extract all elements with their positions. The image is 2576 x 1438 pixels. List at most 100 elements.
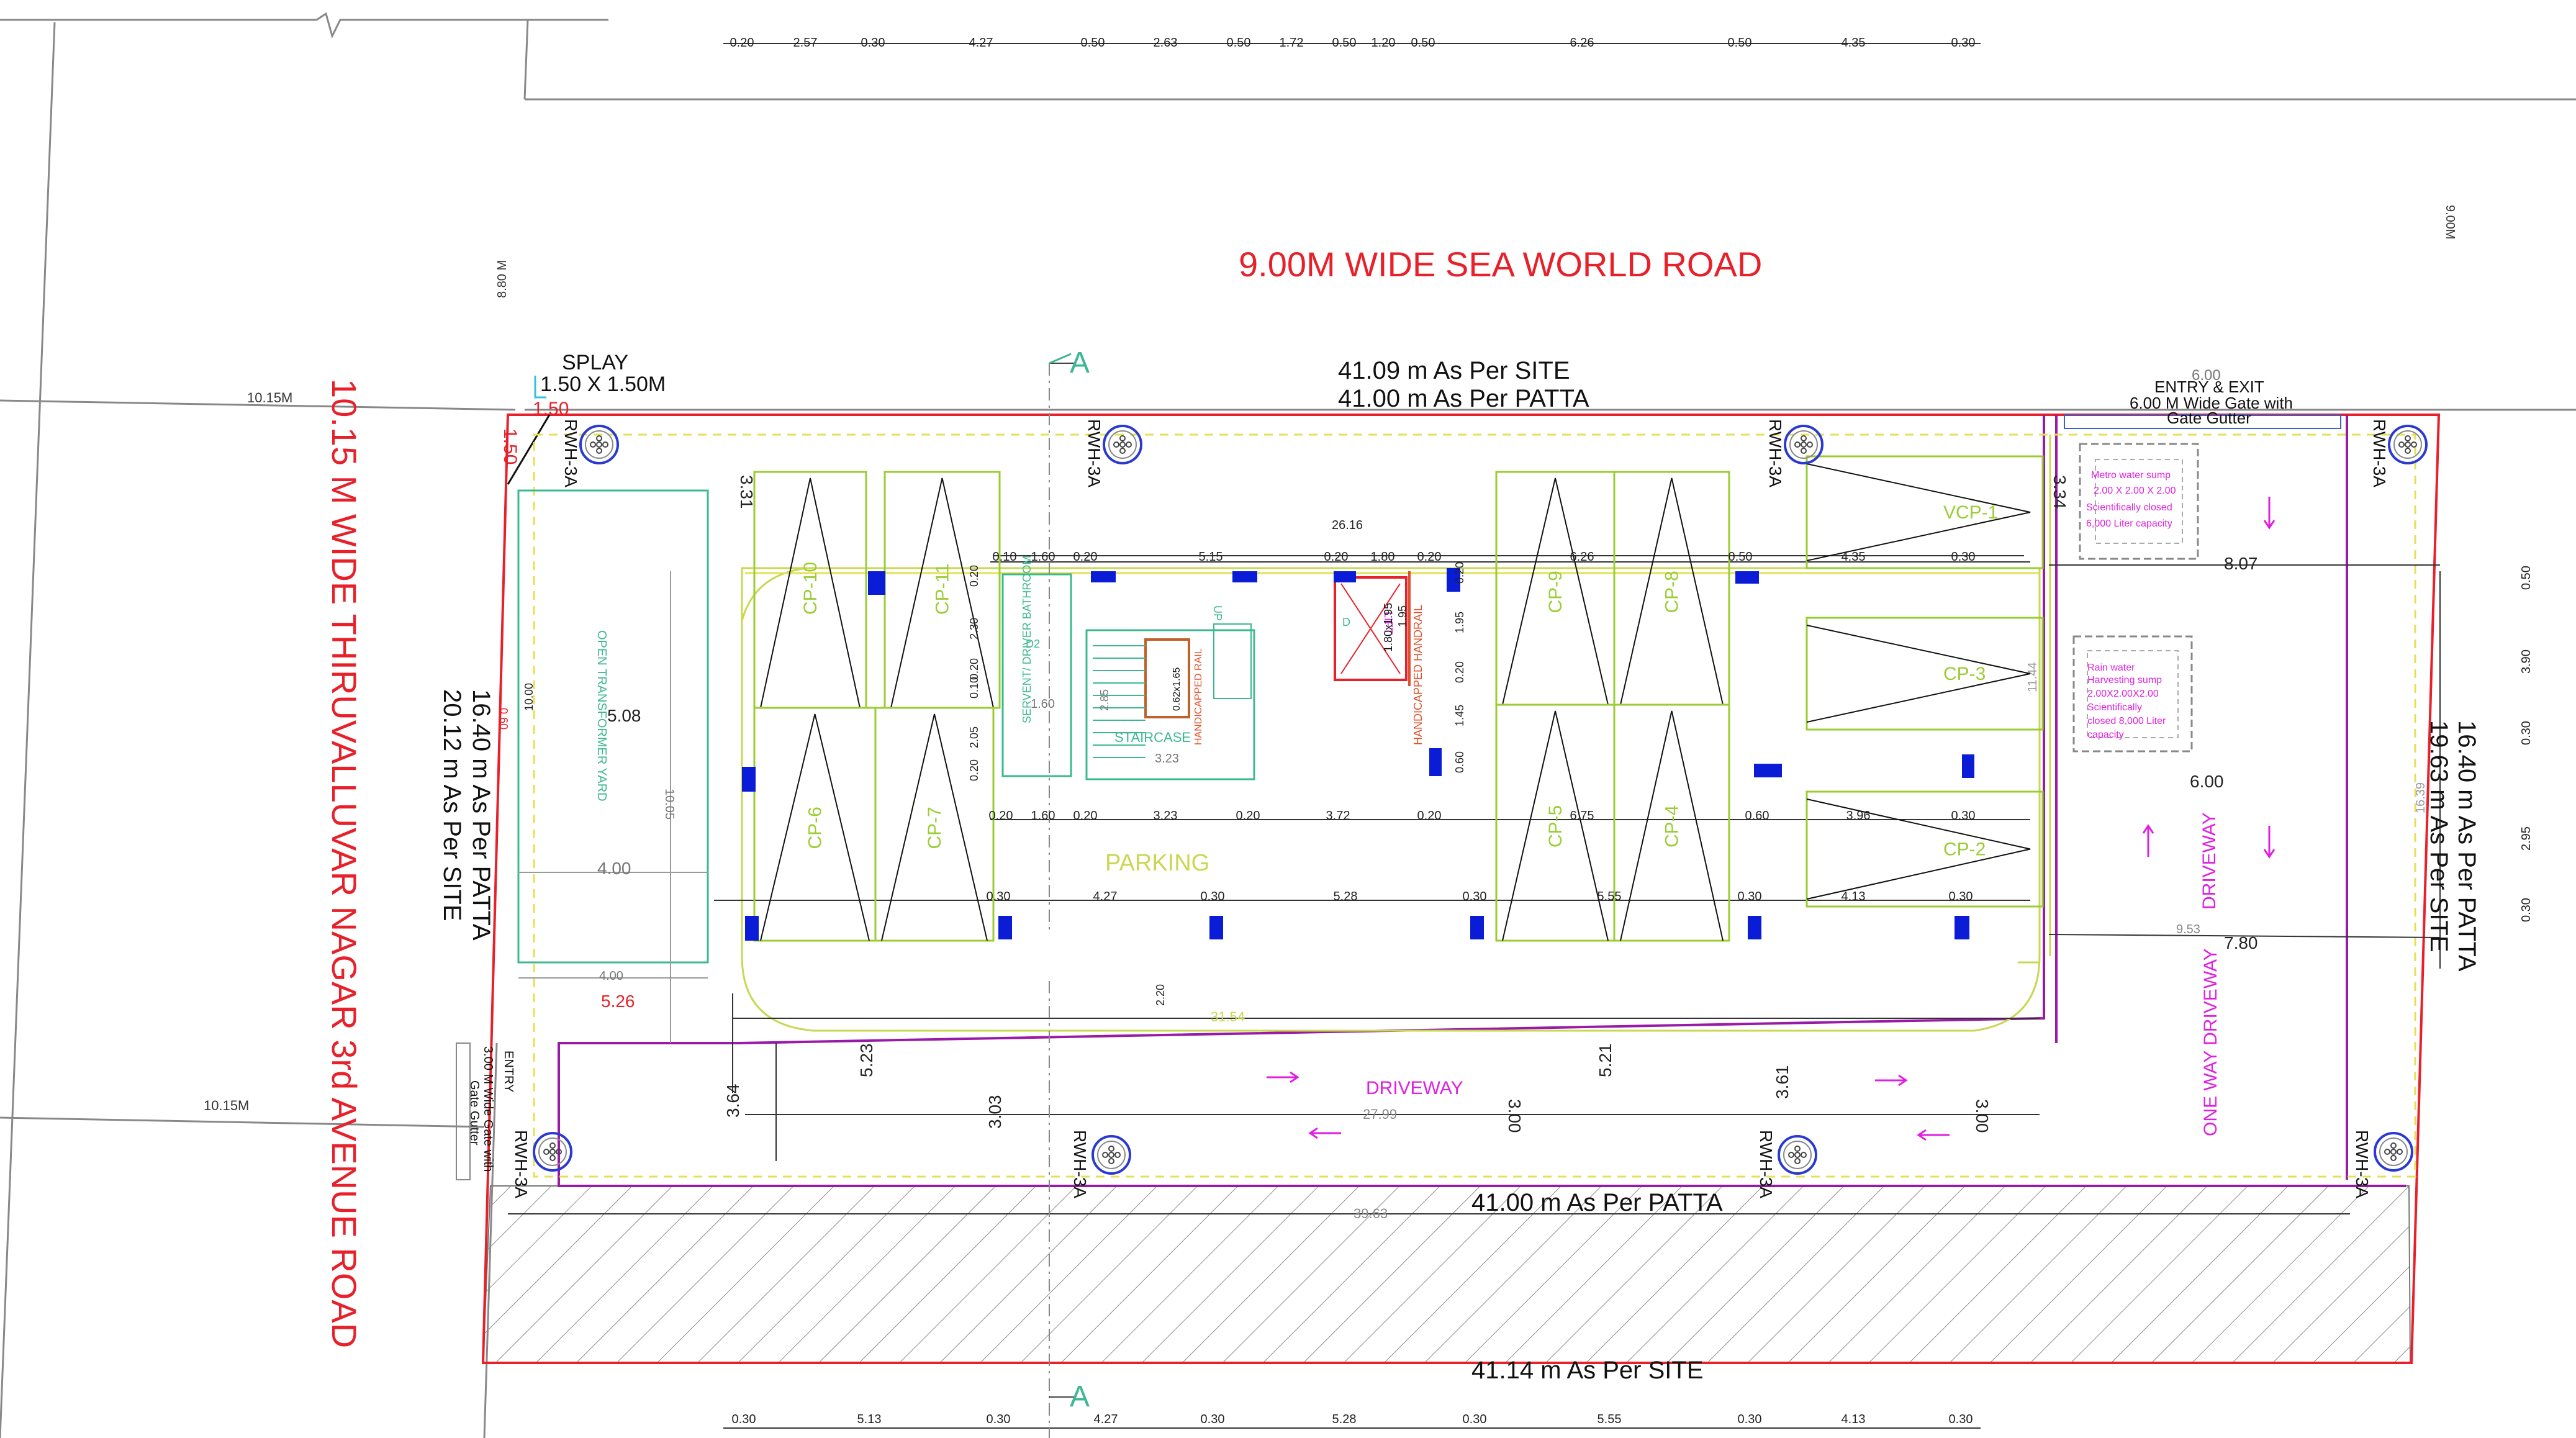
parking-bay-label: CP-2 — [1943, 839, 1986, 860]
handicapped-rail: HANDICAPPED RAIL — [1193, 648, 1204, 745]
top-patta-dim: 41.00 m As Per PATTA — [1338, 385, 1589, 412]
rwh-label: RWH-3A — [1085, 419, 1104, 487]
bottom-patta-dim: 41.00 m As Per PATTA — [1471, 1189, 1723, 1216]
dim-16-39: 16.39 — [2414, 782, 2428, 813]
dim-value: 1.60 — [1031, 809, 1055, 823]
dim-0-20b: 0.20 — [1453, 661, 1466, 683]
dim-value: 0.20 — [1324, 550, 1349, 564]
columns — [742, 568, 1974, 941]
dim-value: 2.57 — [793, 36, 818, 50]
rain-sump-label: Rain water Harvesting sump 2.00X2.00X2.0… — [2087, 662, 2169, 740]
dim-value: 0.30 — [1951, 36, 1976, 50]
dim-value: 0.30 — [1738, 890, 1762, 903]
dim-value: 0.30 — [1201, 890, 1225, 903]
dim-11-44: 11.44 — [2026, 662, 2040, 692]
handicapped-handrail: HANDICAPPED HANDRAIL — [1412, 605, 1424, 745]
dim-value: 0.30 — [1738, 1413, 1762, 1426]
road-width-left-top: 8.80 M — [495, 260, 509, 298]
parking-bay-label: CP-5 — [1545, 805, 1566, 848]
site-boundary — [481, 414, 2441, 1364]
dim-value: 0.50 — [1411, 36, 1435, 50]
dim-3-03: 3.03 — [985, 1095, 1005, 1129]
parking-bay-label: VCP-1 — [1943, 502, 1998, 523]
building-core — [1001, 571, 1411, 780]
column — [1091, 571, 1116, 582]
dim-value: 0.30 — [1949, 1413, 1973, 1426]
dim-39-63: 39.63 — [1354, 1206, 1388, 1221]
column — [1955, 916, 1969, 939]
lift-size-label: 1.80x1.95 — [1382, 603, 1394, 652]
metro-line-1: Metro water sump — [2091, 470, 2171, 481]
stair-up-label: UP — [1211, 605, 1224, 621]
road-lines — [0, 12, 2576, 1438]
dim-5-23: 5.23 — [857, 1044, 876, 1078]
dim-value: 1.80 — [1371, 550, 1395, 564]
door-d2-label: D2 — [1026, 638, 1040, 650]
parking-bay: CP-10 — [753, 471, 867, 709]
dim-value: 4.27 — [1094, 1413, 1118, 1426]
parking-bay: CP-6 — [753, 707, 877, 942]
lift-label: LIFT — [1382, 612, 1394, 635]
parking-bay-label: CP-7 — [924, 807, 945, 849]
column — [868, 571, 885, 595]
dim-1-60: 1.60 — [1031, 697, 1055, 711]
dim-2-85: 2.85 — [1098, 689, 1111, 711]
rwh-label: RWH-3A — [2370, 419, 2389, 487]
dim-1-95a: 1.95 — [1453, 612, 1466, 633]
dim-10-05: 10.05 — [662, 789, 676, 820]
servant-bathroom-label: SERVENT/ DRIVER BATHROOM — [1021, 556, 1033, 723]
left-patta-dim: 16.40 m As Per PATTA — [468, 689, 495, 941]
dim-value: 4.27 — [969, 36, 993, 50]
dim-4-00a: 4.00 — [597, 859, 631, 878]
dim-31-54: 31.54 — [1211, 1009, 1245, 1024]
dim-10-00: 10.00 — [523, 683, 535, 711]
dim-value: 0.20 — [730, 36, 754, 50]
dim-value: 3.96 — [1846, 809, 1871, 823]
column — [1429, 748, 1442, 776]
dim-1-95b: 1.95 — [1396, 605, 1409, 627]
dim-1-45: 1.45 — [1453, 705, 1466, 726]
rwh-label: RWH-3A — [1766, 419, 1785, 487]
rwh-label: RWH-3A — [2352, 1130, 2372, 1198]
dim-value: 0.50 — [1227, 36, 1251, 50]
road-width-left-a: 10.15M — [247, 390, 292, 405]
dim-value: 0.30 — [1951, 809, 1976, 823]
rwh-marker: RWH-3A — [1085, 419, 1142, 487]
dim-5-08: 5.08 — [607, 706, 641, 725]
parking-bay: CP-7 — [874, 707, 995, 942]
dim-value: 0.30 — [2520, 721, 2533, 745]
compound-lines — [558, 415, 2406, 1187]
section-a-bottom: A — [1070, 1380, 1090, 1413]
dim-value: 0.20 — [1073, 809, 1098, 823]
parking-bay: CP-4 — [1613, 703, 1730, 942]
rain-line-6: capacity — [2087, 730, 2124, 740]
right-site-dim: 19.63 m As Per SITE — [2425, 720, 2452, 952]
parking-bay: CP-9 — [1495, 471, 1616, 706]
rwh-marker: RWH-3A — [1756, 1130, 1817, 1198]
dim-value: 4.27 — [1093, 890, 1118, 903]
rwh-marker: RWH-3A — [512, 1130, 572, 1198]
splay-size: 1.50 X 1.50M — [540, 373, 666, 396]
metro-sump-label: Metro water sump 2.00 X 2.00 X 2.00 Scie… — [2086, 470, 2179, 529]
parking-bay-label: CP-3 — [1943, 664, 1986, 684]
parking-bay-label: CP-11 — [933, 563, 953, 615]
rwh-marker: RWH-3A — [561, 419, 619, 487]
dim-value: 0.50 — [2520, 566, 2533, 590]
dim-9-53: 9.53 — [2176, 923, 2200, 936]
dim-value: 0.50 — [1728, 36, 1752, 50]
dim-value: 0.50 — [1081, 36, 1105, 50]
metro-line-3: Scientifically closed — [2086, 502, 2172, 513]
section-marker-bottom: A — [1070, 1380, 1090, 1413]
entry-title: ENTRY — [502, 1051, 515, 1092]
dim-value: 0.50 — [1729, 550, 1753, 564]
column — [1209, 916, 1223, 939]
parking-bay: CP-2 — [1805, 790, 2044, 908]
column — [1447, 568, 1460, 592]
dim-3-61: 3.61 — [1773, 1065, 1792, 1100]
dim-3-31: 3.31 — [737, 475, 756, 509]
driveway-label: DRIVEWAY — [1366, 1078, 1463, 1098]
entry-desc: 3.00 M Wide Gate with — [481, 1046, 495, 1172]
